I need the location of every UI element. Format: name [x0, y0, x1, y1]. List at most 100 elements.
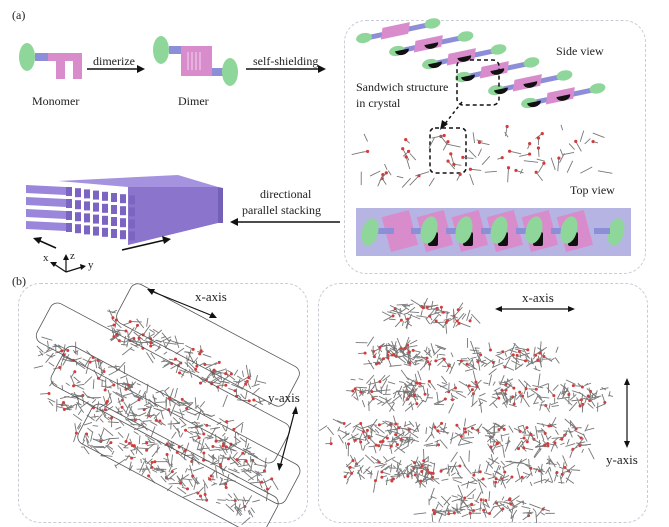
rod-end [93, 190, 99, 200]
bond [359, 466, 363, 473]
bond [394, 319, 402, 328]
bond [76, 362, 86, 370]
oxygen-atom [184, 428, 188, 432]
oxygen-atom [343, 475, 347, 479]
oxygen-atom [457, 321, 461, 325]
bond [99, 361, 103, 366]
bond [538, 439, 541, 452]
oxygen-atom [381, 439, 385, 443]
bond [433, 347, 442, 356]
bond [438, 514, 443, 523]
oxygen-atom [591, 139, 595, 144]
oxygen-atom [394, 422, 398, 426]
bond [410, 382, 417, 392]
bond [517, 424, 524, 428]
bond [152, 329, 163, 339]
bond [495, 444, 504, 448]
side-green-head [490, 44, 507, 55]
bond [84, 356, 92, 368]
bond [533, 368, 541, 372]
bond [579, 130, 585, 142]
bond [123, 401, 129, 409]
oxygen-atom [538, 351, 542, 355]
bond [82, 390, 88, 398]
oxygen-atom [494, 477, 498, 481]
bond [353, 396, 358, 400]
oxygen-atom [348, 465, 352, 469]
bond [116, 361, 126, 371]
bond [111, 318, 122, 329]
bond [162, 340, 167, 349]
bond [569, 419, 578, 430]
oxygen-atom [468, 167, 473, 171]
bond [409, 175, 420, 186]
bond [121, 344, 128, 346]
oxygen-atom [112, 383, 116, 387]
bond [394, 443, 403, 453]
bond [99, 378, 106, 382]
bond [87, 427, 94, 433]
bond [495, 438, 502, 446]
bond [430, 314, 439, 325]
bond [238, 464, 249, 468]
rod-end [129, 195, 135, 205]
bond [379, 357, 384, 361]
bond [546, 462, 557, 465]
oxygen-atom [527, 152, 532, 156]
bond [555, 346, 559, 353]
bond [582, 433, 588, 442]
bond [142, 324, 151, 336]
side-shadow [490, 68, 505, 75]
oxygen-atom [111, 316, 115, 320]
bond [192, 466, 205, 472]
bond [166, 477, 172, 480]
bond [483, 382, 489, 385]
bond [168, 463, 173, 473]
bond [402, 429, 405, 435]
bond [211, 455, 215, 460]
bond [430, 495, 437, 499]
oxygen-atom [394, 433, 398, 437]
bond [488, 491, 491, 502]
bond [172, 417, 181, 425]
bond [231, 383, 244, 390]
oxygen-atom [536, 136, 541, 140]
oxygen-atom [241, 451, 245, 455]
bond [129, 438, 133, 445]
bond [98, 407, 106, 418]
bond [554, 472, 559, 477]
bond [174, 335, 180, 348]
right-x-axis-arrow [495, 306, 575, 312]
bond [464, 367, 476, 372]
oxygen-atom [374, 443, 378, 447]
oxygen-atom [58, 366, 62, 370]
bond [115, 426, 122, 430]
bond [159, 336, 172, 343]
bond [233, 468, 238, 472]
bond [51, 381, 58, 387]
oxygen-atom [523, 359, 527, 363]
bond [86, 395, 95, 400]
bond [562, 386, 566, 399]
bond [586, 392, 598, 400]
dimerize-arrow [87, 65, 145, 73]
bond [499, 502, 509, 510]
bond [374, 425, 385, 434]
bond [483, 359, 494, 368]
bond [174, 387, 178, 399]
bond [452, 479, 462, 484]
bond [183, 493, 194, 498]
bond [515, 392, 524, 400]
sandwich-label-line1: Sandwich structure [356, 80, 449, 94]
bond [225, 503, 235, 513]
bond [458, 359, 465, 365]
bond [523, 447, 534, 451]
bond [435, 398, 446, 406]
bond [117, 407, 120, 414]
oxygen-atom [468, 319, 472, 323]
bond [48, 400, 54, 407]
bond [429, 311, 441, 316]
bond [43, 348, 54, 354]
bond [57, 344, 69, 351]
bond [385, 384, 388, 395]
